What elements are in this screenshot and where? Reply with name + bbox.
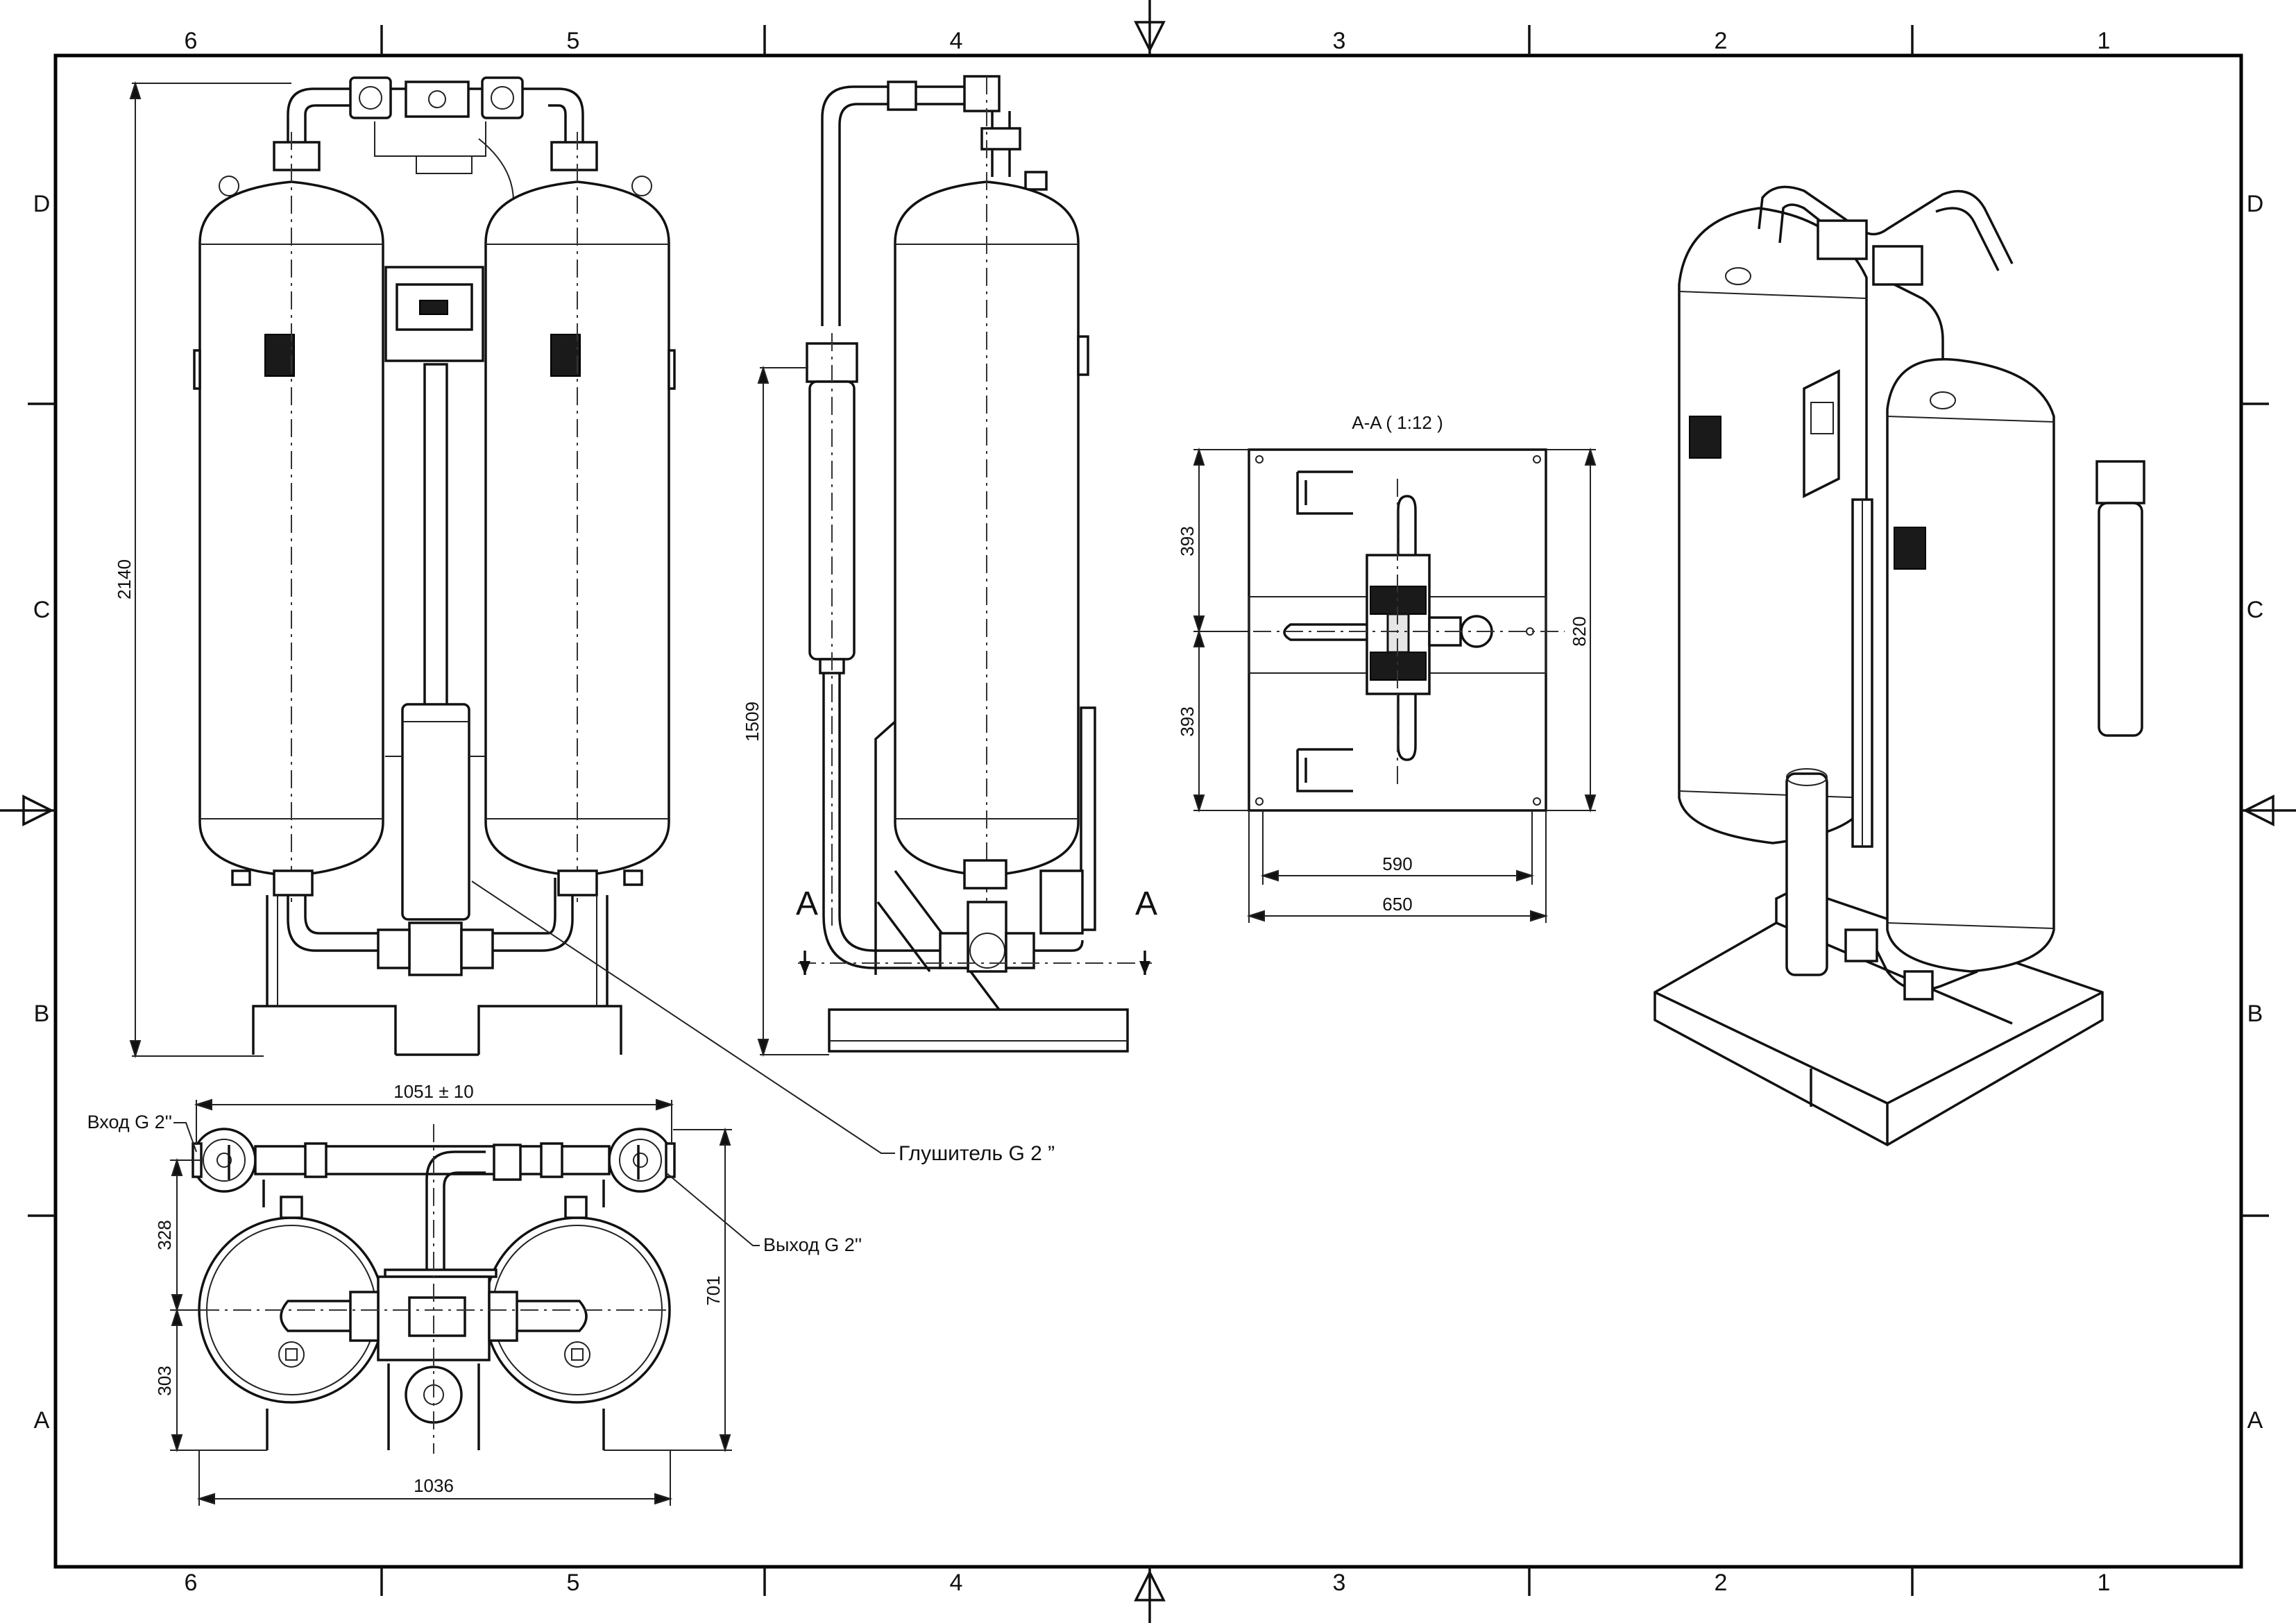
section-mark-left: A [796,885,818,922]
dim-1036: 1036 [414,1475,454,1496]
col-label-bottom-6: 6 [185,1570,198,1596]
dim-1509: 1509 [742,702,763,742]
dim-2140: 2140 [114,559,135,600]
inlet-label: Вход G 2'' [87,1112,172,1132]
col-label-top-5: 5 [567,28,580,54]
isometric-view [1653,185,2145,1147]
side-view: A A 1509 [742,75,1157,1057]
col-label-bottom-3: 3 [1333,1570,1346,1596]
row-label-left-D: D [33,191,51,217]
outlet-label: Выход G 2'' [763,1234,862,1255]
section-a-a-view: A-A ( 1:12 ) [1177,412,1597,923]
col-label-bottom-4: 4 [950,1570,963,1596]
row-label-right-D: D [2247,191,2264,217]
dim-701: 701 [703,1275,724,1305]
col-label-top-2: 2 [1715,28,1728,54]
dim-650: 650 [1382,894,1412,915]
row-label-left-A: A [34,1407,50,1434]
dim-1051: 1051 ± 10 [393,1081,473,1102]
dim-303: 303 [154,1366,175,1395]
row-label-right-B: B [2247,1001,2263,1027]
section-mark-right: A [1135,885,1157,922]
col-label-bottom-2: 2 [1715,1570,1728,1596]
dim-590: 590 [1382,853,1412,874]
section-title: A-A ( 1:12 ) [1352,412,1443,433]
row-label-right-A: A [2247,1407,2263,1434]
col-label-top-1: 1 [2098,28,2111,54]
row-label-right-C: C [2247,597,2264,623]
dim-328: 328 [154,1220,175,1250]
col-label-top-6: 6 [185,28,198,54]
dim-393-bottom: 393 [1177,706,1198,736]
top-view: 1051 ± 10 1036 328 303 701 Вход G 2'' Вы… [87,881,1055,1506]
dim-820: 820 [1569,616,1590,646]
muffler-label: Глушитель G 2 ” [899,1142,1055,1165]
col-label-top-3: 3 [1333,28,1346,54]
col-label-bottom-1: 1 [2098,1570,2111,1596]
col-label-top-4: 4 [950,28,963,54]
col-label-bottom-5: 5 [567,1570,580,1596]
row-label-left-C: C [33,597,51,623]
front-view: 2140 [114,76,676,1059]
dim-393-top: 393 [1177,526,1198,556]
row-label-left-B: B [34,1001,50,1027]
